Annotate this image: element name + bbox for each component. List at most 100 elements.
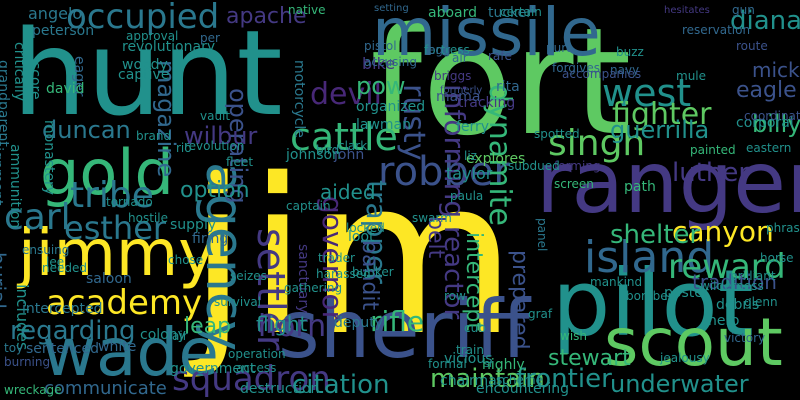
cloud-word: revolution [184, 139, 245, 153]
cloud-word: wilderness [700, 279, 764, 293]
cloud-word: certain [500, 5, 542, 19]
cloud-word: coordinate [744, 109, 800, 123]
cloud-word: ensuing [22, 243, 70, 257]
cloud-word: accusing [364, 55, 417, 69]
cloud-word: government [170, 361, 256, 377]
cloud-word: vault [200, 109, 231, 123]
cloud-word: singh [548, 123, 646, 164]
cloud-word: island [584, 232, 715, 283]
cloud-word: encountering [476, 381, 570, 397]
cloud-word: pure [546, 41, 574, 55]
cloud-word: white [98, 339, 137, 355]
cloud-word: train [456, 343, 484, 357]
cloud-word: captive [118, 67, 170, 83]
cloud-word: forgives [552, 61, 600, 75]
cloud-word: supply [170, 217, 217, 233]
cloud-word: colony [140, 327, 186, 343]
cloud-word: route [736, 39, 768, 53]
cloud-word: ferry [456, 119, 490, 135]
cloud-word: ranger [536, 133, 800, 233]
cloud-word: regarding [10, 316, 136, 346]
cloud-word: peterson [32, 23, 95, 39]
cloud-word: deputy [334, 315, 384, 331]
cloud-word: devil [310, 77, 382, 112]
cloud-word: reservation [682, 23, 751, 37]
cloud-word: seizes [230, 269, 267, 283]
cloud-word: poster [664, 285, 709, 301]
cloud-word: wish [560, 329, 588, 343]
cloud-word: communicate [44, 378, 167, 399]
cloud-word: pow [356, 72, 406, 100]
cloud-word: john [334, 147, 365, 163]
cloud-word: brand [136, 129, 172, 143]
cloud-word: highly [482, 357, 525, 373]
cloud-word: paula [450, 189, 484, 203]
cloud-word: luther [672, 158, 750, 188]
cloud-word: gold [40, 136, 174, 209]
cloud-word: johnson [286, 147, 341, 163]
cloud-word: academy [46, 283, 203, 323]
cloud-word: glenn [744, 295, 778, 309]
cloud-word: rafe [488, 49, 512, 63]
cloud-word: approval [126, 29, 179, 43]
cloud-word: wade [42, 314, 219, 391]
cloud-word: explores [466, 151, 526, 167]
cloud-word: cub [464, 321, 486, 335]
cloud-word: woody [122, 57, 168, 73]
cloud-word: aided [320, 180, 376, 204]
cloud-word: tribe [70, 175, 154, 216]
cloud-word: horse [760, 251, 794, 265]
cloud-word: formal [428, 357, 467, 371]
cloud-word: graf [528, 307, 553, 321]
cloud-word: pilot [552, 250, 754, 357]
cloud-word: gun [732, 3, 755, 17]
cloud-word: formerly [440, 85, 483, 96]
cloud-word: robber [378, 149, 510, 195]
cloud-word: intercept [461, 232, 486, 331]
cloud-word: intercepted [22, 301, 103, 317]
cloud-word: occupied [66, 0, 220, 37]
cloud-word: wilbur [184, 122, 258, 150]
cloud-word: brilliant [730, 269, 776, 283]
cloud-word: swarm [412, 211, 452, 225]
cloud-word: david [46, 81, 85, 97]
cloud-word: maintain [430, 364, 545, 394]
cloud-word: rifle [370, 305, 425, 338]
cloud-word: subdued [508, 159, 560, 173]
cloud-word: underwater [610, 370, 749, 398]
cloud-word: briggs [434, 69, 472, 83]
cloud-word: critically [11, 42, 27, 102]
cloud-word: spotted [534, 127, 580, 141]
cloud-word: duncan [42, 116, 131, 144]
cloud-word: mankind [590, 275, 643, 289]
cloud-word: hunt [12, 4, 283, 142]
cloud-word: bike [362, 54, 396, 73]
cloud-word: esther [64, 209, 167, 247]
cloud-word: corporal [736, 115, 794, 131]
cloud-word: option [180, 178, 250, 203]
cloud-word: hostile [128, 211, 168, 225]
cloud-word: bunker [352, 265, 394, 279]
cloud-word: organized [356, 99, 426, 115]
cloud-word: revolutionary [122, 39, 216, 55]
cloud-word: mule [676, 69, 707, 83]
cloud-word: taylor [446, 164, 493, 183]
cloud-word: apache [226, 4, 307, 29]
cloud-word: squadron [172, 359, 331, 399]
cloud-word: jimmy [18, 217, 217, 291]
cloud-word: hero [708, 313, 740, 329]
cloud-word: carl [4, 197, 71, 238]
cloud-word: burial [0, 252, 10, 309]
cloud-word: gathering [284, 281, 343, 295]
cloud-word: path [624, 179, 656, 195]
cloud-word: mick [752, 58, 800, 82]
cloud-word: operation [228, 347, 286, 361]
cloud-word: row [444, 289, 466, 303]
cloud-word: painted [690, 143, 736, 157]
cloud-word: horn [258, 309, 327, 344]
cloud-word: rita [496, 79, 520, 95]
cloud-word: tradition [692, 270, 777, 294]
cloud-word: leap [184, 314, 232, 339]
cloud-word: navy [610, 63, 640, 77]
cloud-word: cattle [290, 115, 398, 159]
